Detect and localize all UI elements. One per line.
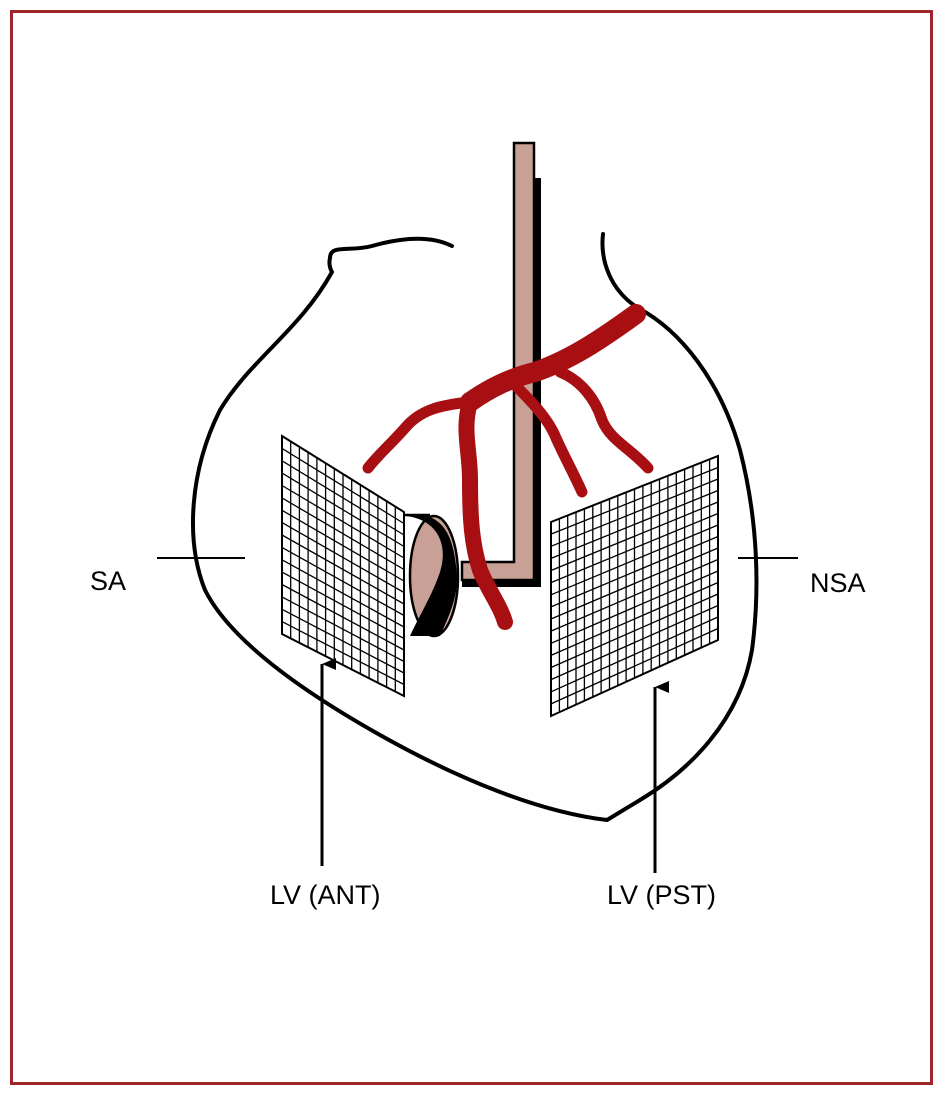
label-lv-ant: LV (ANT) bbox=[270, 880, 381, 910]
vessel-right-branch-1 bbox=[506, 376, 588, 498]
vessel-center-branch bbox=[458, 394, 513, 630]
catheter bbox=[460, 141, 536, 582]
heart-outline bbox=[191, 232, 759, 822]
label-nsa: NSA bbox=[810, 568, 866, 598]
label-lv-pst: LV (PST) bbox=[607, 880, 716, 910]
vessel-left-branch bbox=[362, 396, 476, 474]
label-sa: SA bbox=[90, 566, 126, 596]
vessel-main-trunk bbox=[460, 304, 646, 412]
figure-frame bbox=[10, 10, 933, 1085]
coronary-vessels bbox=[362, 304, 654, 630]
catheter-tip-electrode bbox=[404, 513, 460, 638]
grid-lv-anterior bbox=[281, 434, 405, 698]
grid-lv-posterior bbox=[550, 454, 719, 718]
vessel-right-branch-2 bbox=[554, 366, 654, 474]
